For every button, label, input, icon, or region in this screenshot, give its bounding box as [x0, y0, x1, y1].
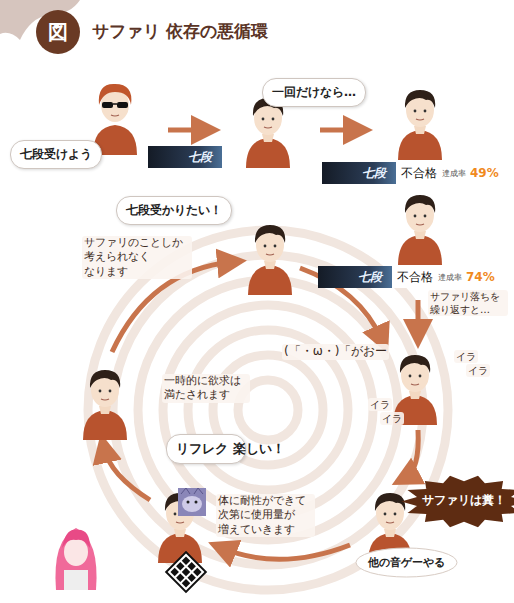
note-label: イラ	[454, 350, 478, 363]
note-label: 体に耐性ができて 次第に使用量が 増えていきます	[216, 494, 315, 537]
note-label: イラ	[466, 364, 490, 377]
speech-bubble: 七段受けよう	[10, 140, 102, 169]
diagram-title: サファリ 依存の悪循環	[92, 20, 268, 43]
rank-badge: 七段	[148, 146, 222, 168]
node-text: 74%	[466, 266, 501, 288]
figure-badge: 図	[36, 10, 80, 54]
node-text: サファリは糞！	[422, 493, 506, 507]
note-label: イラ	[380, 412, 404, 425]
speech-bubble: 七段受かりたい！	[116, 196, 232, 225]
result-badge: 七段不合格達成率49%	[322, 162, 505, 184]
note-label: サファリのことしか 考えられなく なります	[82, 236, 192, 279]
burst-shape: サファリは糞！	[408, 478, 514, 525]
note-label: イラ	[368, 398, 392, 411]
speech-bubble: 一回だけなら…	[262, 78, 366, 107]
node-text: 一回だけなら…	[272, 85, 356, 99]
node-text: 達成率	[440, 162, 470, 184]
node-text: リフレク 楽しい！	[176, 440, 236, 458]
node-text: 七段受かりたい！	[126, 203, 222, 217]
node-text: 七段受けよう	[20, 147, 92, 161]
speech-bubble: リフレク 楽しい！	[166, 434, 246, 464]
node-text: 不合格	[392, 266, 436, 288]
result-badge: 七段不合格達成率74%	[318, 266, 501, 288]
node-text: 不合格	[396, 162, 440, 184]
note-label: (「・ω・)「がおー	[282, 344, 389, 360]
node-text: 49%	[470, 162, 505, 184]
note-label: サファリ落ちを 繰り返すと…	[428, 290, 508, 316]
ellipse-bubble: 他の音ゲーやる	[356, 548, 457, 577]
node-text: 図	[48, 19, 68, 46]
node-text: 他の音ゲーやる	[368, 556, 445, 569]
note-label: 一時的に欲求は 満たされます	[162, 374, 250, 403]
node-text: 七段	[318, 266, 392, 288]
node-text: 七段	[148, 146, 222, 168]
node-text: 達成率	[436, 266, 466, 288]
node-text: 七段	[322, 162, 396, 184]
